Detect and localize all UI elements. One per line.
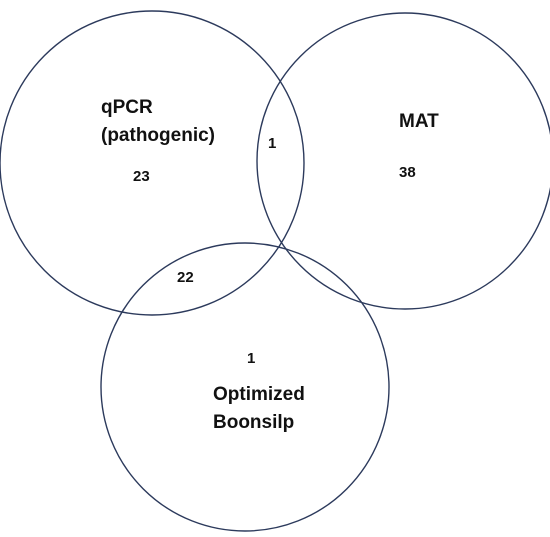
boonsilp-label-line-2: Boonsilp	[213, 412, 294, 433]
qpcr-label-line-1: qPCR	[101, 97, 153, 118]
boonsilp-only-count: 1	[247, 350, 255, 367]
mat-only-count: 38	[399, 164, 416, 181]
qpcr-label-line-2: (pathogenic)	[101, 125, 215, 146]
qpcr-boonsilp-overlap-count: 22	[177, 269, 194, 286]
qpcr-circle	[0, 10, 305, 316]
qpcr-mat-overlap-count: 1	[268, 135, 276, 152]
mat-circle	[256, 12, 550, 310]
boonsilp-label-line-1: Optimized	[213, 384, 305, 405]
qpcr-only-count: 23	[133, 168, 150, 185]
mat-label: MAT	[399, 111, 439, 132]
boonsilp-circle	[100, 242, 390, 532]
